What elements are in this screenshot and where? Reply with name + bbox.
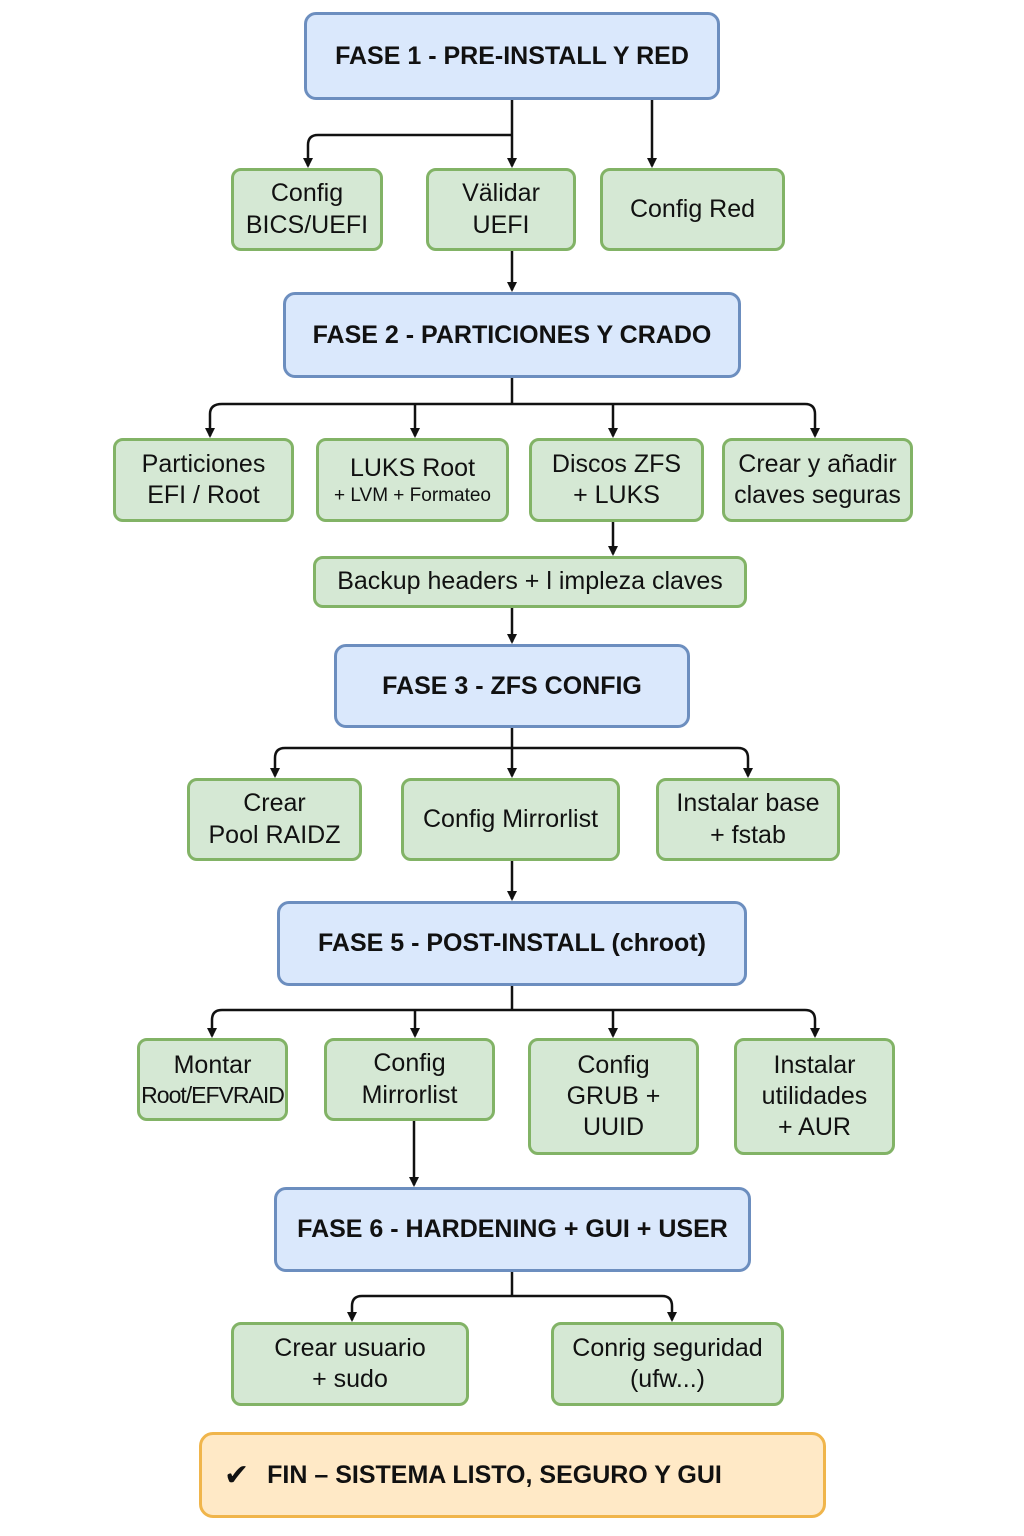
step-label: Config	[373, 1049, 446, 1078]
step-label: Config	[577, 1050, 650, 1079]
step-luks-root: LUKS Root + LVM + Formateo	[316, 438, 509, 522]
arrow-phase5-to-util	[222, 1008, 820, 1038]
phase3-label: FASE 3 - ZFS CONFIG	[382, 671, 642, 700]
step-label: (ufw...)	[629, 1365, 705, 1393]
step-label: Instalar	[773, 1050, 856, 1079]
step-label: Mirrorlist	[361, 1080, 458, 1109]
step-label: claves seguras	[734, 481, 901, 509]
step-label: Crear	[243, 789, 306, 818]
step-label: + sudo	[312, 1365, 388, 1393]
step-config-mirrorlist: Config Mirrorlist	[401, 778, 620, 861]
phase2-box: FASE 2 - PARTICIONES Y CRADO	[283, 292, 741, 378]
phase1-box: FASE 1 - PRE-INSTALL Y RED	[304, 12, 720, 100]
step-label: Välidar	[462, 179, 540, 208]
step-particiones: Particiones EFI / Root	[113, 438, 294, 522]
arrow-phase5-to-mount	[207, 1008, 223, 1038]
arrow-phase3-to-base	[285, 746, 753, 778]
step-label: Config	[270, 179, 344, 208]
step-config-seguridad: Conrig seguridad (ufw...)	[551, 1322, 784, 1406]
arrow-phase6-to-user	[347, 1294, 363, 1322]
step-label: Root/EFVRAID	[141, 1081, 285, 1108]
phase5-label: FASE 5 - POST-INSTALL (chroot)	[318, 929, 706, 957]
step-label: + fstab	[710, 820, 786, 849]
step-label: Pool RAIDZ	[208, 820, 341, 849]
phase2-label: FASE 2 - PARTICIONES Y CRADO	[312, 320, 712, 349]
step-config-bios: Config BICS/UEFI	[231, 168, 383, 251]
step-instalar-utilidades: Instalar utilidades + AUR	[734, 1038, 895, 1155]
final-box: ✔ FIN – SISTEMA LISTO, SEGURO Y GUI	[199, 1432, 826, 1518]
phase3-box: FASE 3 - ZFS CONFIG	[334, 644, 690, 728]
phase6-label: FASE 6 - HARDENING + GUI + USER	[297, 1215, 728, 1243]
step-label: Instalar base	[676, 789, 820, 818]
step-config-red: Config Red	[600, 168, 785, 251]
step-crear-usuario: Crear usuario + sudo	[231, 1322, 469, 1406]
step-label: Conrig seguridad	[572, 1333, 763, 1362]
step-label: + LUKS	[573, 481, 660, 509]
step-label: LUKS Root	[349, 453, 476, 482]
step-label: Crear usuario	[274, 1333, 426, 1362]
step-config-grub: Config GRUB + UUID	[528, 1038, 699, 1155]
step-label: GRUB +	[566, 1081, 661, 1110]
step-label: + LVM + Formateo	[334, 484, 491, 506]
step-label: + AUR	[778, 1113, 851, 1142]
step-label: Config Red	[629, 194, 756, 223]
step-label: BICS/UEFI	[245, 210, 369, 239]
arrow-phase1-to-bios	[303, 133, 512, 168]
arrow-phase3-to-pool	[270, 746, 286, 778]
step-backup-headers: Backup headers + l impleza claves	[313, 556, 747, 608]
step-label: Crear y añadir	[738, 449, 897, 478]
step-montar-root: Montar Root/EFVRAID	[137, 1038, 288, 1121]
step-discos-zfs: Discos ZFS + LUKS	[529, 438, 704, 522]
phase1-label: FASE 1 - PRE-INSTALL Y RED	[335, 41, 689, 70]
step-label: Particiones	[141, 449, 266, 478]
step-validar-uefi: Välidar UEFI	[426, 168, 576, 251]
step-config-mirrorlist-chroot: Config Mirrorlist	[324, 1038, 495, 1121]
step-label: utilidades	[761, 1081, 868, 1110]
check-icon: ✔	[224, 1458, 250, 1492]
arrow-phase2-to-part	[205, 402, 223, 438]
step-crear-claves: Crear y añadir claves seguras	[722, 438, 913, 522]
step-label: EFI / Root	[147, 481, 260, 509]
step-label: Montar	[173, 1050, 252, 1079]
final-label: FIN – SISTEMA LISTO, SEGURO Y GUI	[267, 1460, 722, 1489]
step-label: Discos ZFS	[551, 449, 682, 478]
arrow-phase6-to-sec	[362, 1294, 677, 1322]
arrow-phase2-to-keys	[222, 402, 820, 438]
phase5-box: FASE 5 - POST-INSTALL (chroot)	[277, 901, 747, 986]
step-label: Backup headers + l impleza claves	[337, 567, 723, 596]
phase6-box: FASE 6 - HARDENING + GUI + USER	[274, 1187, 751, 1272]
step-crear-pool: Crear Pool RAIDZ	[187, 778, 362, 861]
step-instalar-base: Instalar base + fstab	[656, 778, 840, 861]
step-label: UEFI	[472, 210, 530, 239]
step-label: Config Mirrorlist	[422, 804, 599, 833]
step-label: UUID	[582, 1113, 645, 1142]
